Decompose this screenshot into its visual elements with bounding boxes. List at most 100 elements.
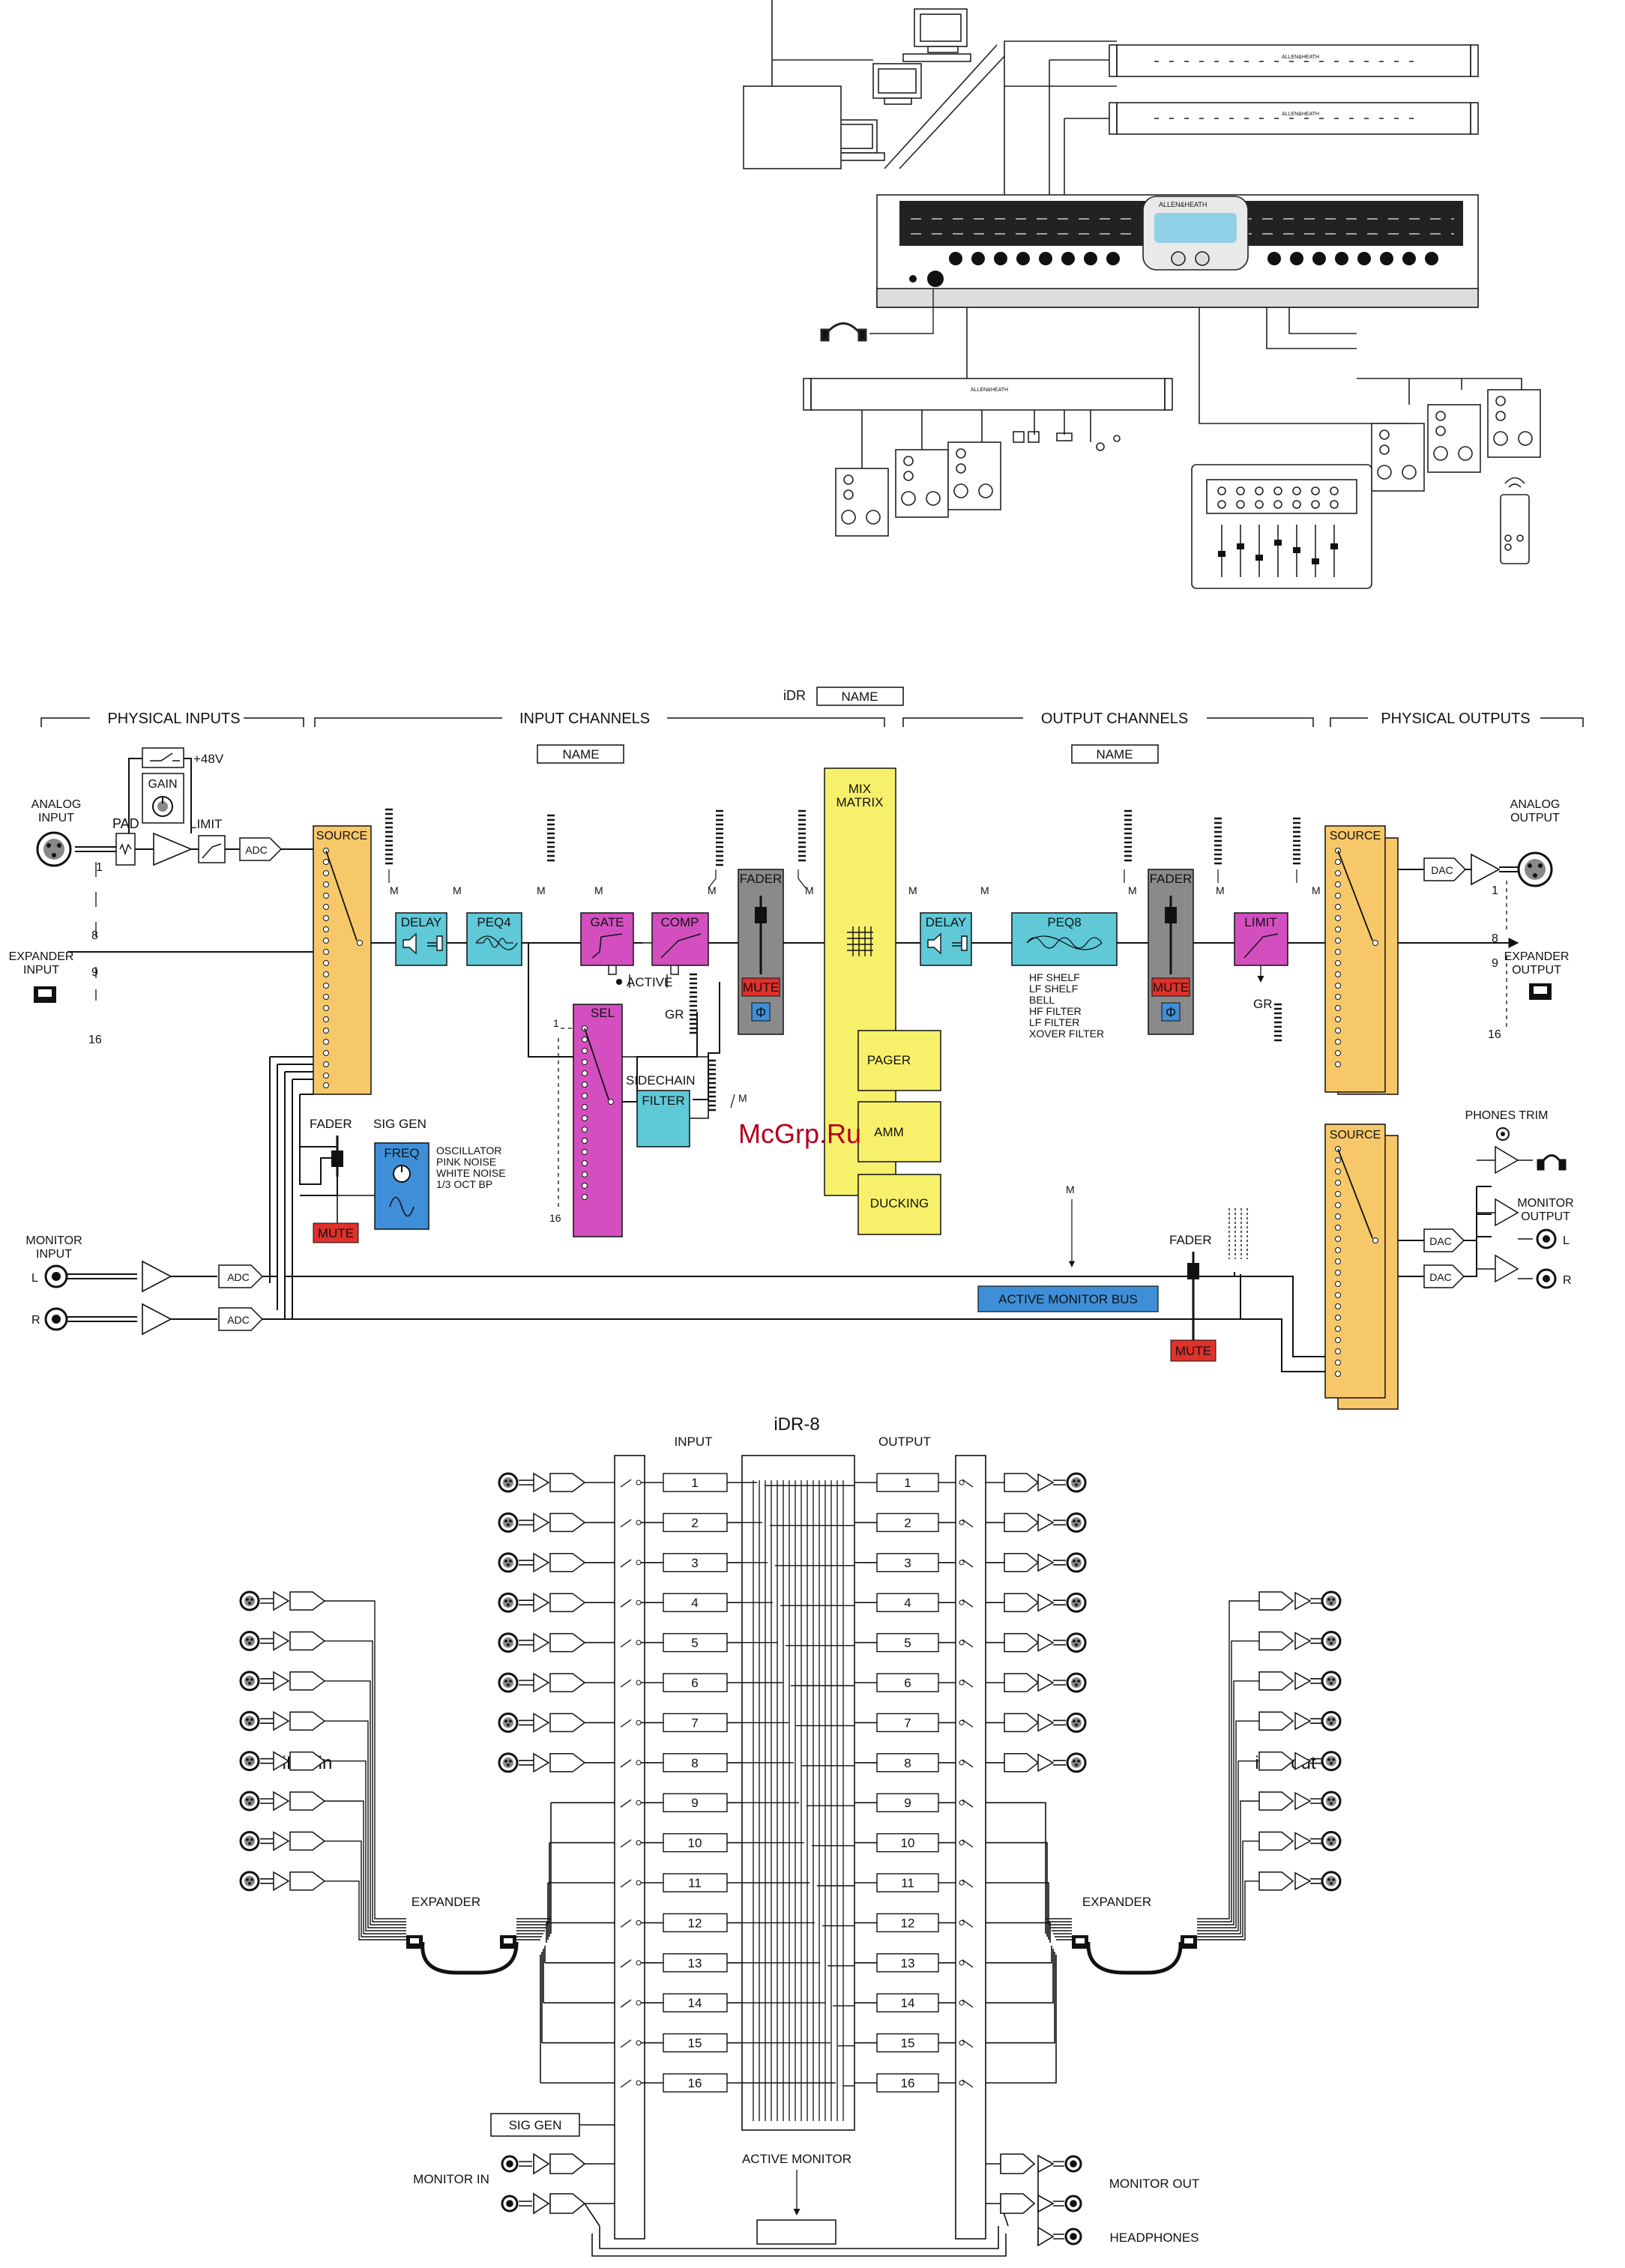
limit-label: LIMIT: [1244, 915, 1276, 929]
siggen-mute: [313, 1222, 359, 1243]
xlr-connector-icon: [1321, 1830, 1342, 1851]
peq8-options: HF SHELF LF SHELF BELL HF FILTER LF FILT…: [1029, 971, 1104, 1040]
input-channel-number: 15: [688, 2036, 702, 2051]
output-delay-block: DELAY: [920, 912, 972, 966]
input-channel-number: 5: [691, 1636, 698, 1650]
output-channel-number: 16: [901, 2076, 915, 2090]
analog-input-label-2: INPUT: [38, 812, 74, 824]
lcd-screen: [1154, 213, 1237, 243]
monitor-adc-block: [218, 1264, 264, 1331]
section-input-channels: INPUT CHANNELS: [519, 711, 650, 727]
adc-label: ADC: [245, 844, 268, 856]
idr-out-channel-row: [1197, 1671, 1342, 1925]
ducking-label: DUCKING: [870, 1196, 929, 1210]
m-label: M: [453, 884, 462, 896]
input-channel-box: [663, 1673, 728, 1692]
eq-curve-icon: [475, 935, 518, 950]
output-channel-number: 14: [901, 1996, 915, 2010]
gr-label: GR: [1253, 997, 1273, 1011]
brand-label: ALLEN&HEATH: [1159, 201, 1207, 208]
xlr-connector-icon: [498, 1592, 519, 1613]
idr-in-channel-row: [239, 1830, 406, 1937]
peq8-option: HF SHELF: [1029, 971, 1080, 983]
expander-output-label-2: OUTPUT: [1512, 964, 1561, 977]
pager-block: [857, 1030, 941, 1091]
xlr-connector-icon: [1321, 1871, 1342, 1892]
siggen-option: PINK NOISE: [436, 1156, 496, 1168]
monitor-output-label-1: MONITOR: [1517, 1197, 1573, 1210]
xlr-connector-icon: [1066, 1472, 1087, 1493]
dac-block: [1423, 857, 1467, 881]
input-channel-box: [663, 1713, 728, 1733]
input-channel-box: [663, 1913, 728, 1933]
xlr-connector-icon: [1066, 1672, 1087, 1693]
amm-block: [857, 1101, 941, 1162]
expander-in-label: EXPANDER: [411, 1895, 480, 1909]
m-label: M: [1216, 884, 1225, 896]
siggen-option: 1/3 OCT BP: [436, 1178, 492, 1190]
output-channel-number: 13: [901, 1956, 915, 1970]
delay-label: DELAY: [926, 915, 967, 929]
peq8-option: LF FILTER: [1029, 1016, 1079, 1028]
brand-label: ALLEN&HEATH: [971, 387, 1008, 393]
output-num-9: 9: [1492, 957, 1498, 970]
monitor-preamp-icon: [142, 1260, 172, 1336]
dac-label: DAC: [1429, 1271, 1452, 1283]
input-delay-block: DELAY: [395, 912, 447, 966]
output-source-block: SOURCE: [1324, 825, 1399, 1095]
sel-label: SEL: [591, 1006, 615, 1020]
xlr-connector-icon: [239, 1830, 260, 1851]
output-channel-box: [876, 1913, 939, 1933]
output-channel-box: [876, 1512, 939, 1533]
idr-out-channel-row: [1197, 1791, 1342, 1934]
xlr-connector-icon: [239, 1710, 260, 1731]
sidechain-label: SIDECHAIN: [626, 1073, 696, 1088]
fader-knob: [1165, 907, 1177, 923]
source-label: SOURCE: [1330, 830, 1381, 842]
m-label: M: [390, 884, 399, 896]
filter-label: FILTER: [642, 1094, 684, 1108]
adc-block: [239, 837, 283, 861]
idr-in-channel-row: [239, 1590, 406, 1919]
input-source-block: SOURCE: [313, 825, 372, 1095]
routing-matrix-lines: [742, 1480, 854, 2121]
expander-output-label-1: EXPANDER: [1504, 950, 1570, 963]
m-label: M: [805, 884, 814, 896]
meter-m-labels: M M M M M M M M M M M M M: [390, 884, 1321, 1195]
analog-output-label-1: ANALOG: [1510, 798, 1561, 811]
routing-sig-gen-box: [490, 2113, 580, 2137]
siggen-options: OSCILLATOR PINK NOISE WHITE NOISE 1/3 OC…: [436, 1144, 506, 1190]
input-channel-number: 10: [688, 1836, 702, 1851]
fader-controller: [1191, 464, 1372, 589]
xlr-connector-icon: [1321, 1590, 1342, 1611]
switch-icons: [1013, 431, 1121, 451]
input-channel-number: 2: [691, 1515, 698, 1530]
monitor-icon: [872, 63, 922, 105]
xlr-connector-icon: [239, 1751, 260, 1772]
output-channel-box: [876, 1793, 939, 1812]
pad-label: PAD: [112, 816, 139, 831]
m-label: M: [908, 884, 917, 896]
peq8-option: XOVER FILTER: [1029, 1028, 1104, 1040]
mute-label: MUTE: [1175, 1344, 1211, 1358]
input-channel-box: [663, 1553, 728, 1572]
m-label: M: [537, 884, 546, 896]
adc-label: ADC: [227, 1314, 250, 1326]
input-channel-number: 14: [688, 1996, 702, 2010]
ethernet-port-icon: [1529, 983, 1552, 1000]
mute-label: MUTE: [743, 980, 779, 995]
input-channel-box: [663, 1593, 728, 1612]
xlr-connector-icon: [1066, 1512, 1087, 1533]
output-channel-box: [876, 1953, 939, 1973]
limit-block: [198, 835, 226, 863]
output-amp-icon: [1495, 1145, 1519, 1283]
xlr-connector-icon: [498, 1752, 519, 1773]
freq-label: FREQ: [384, 1146, 419, 1160]
wall-controller-icon: [835, 468, 889, 537]
